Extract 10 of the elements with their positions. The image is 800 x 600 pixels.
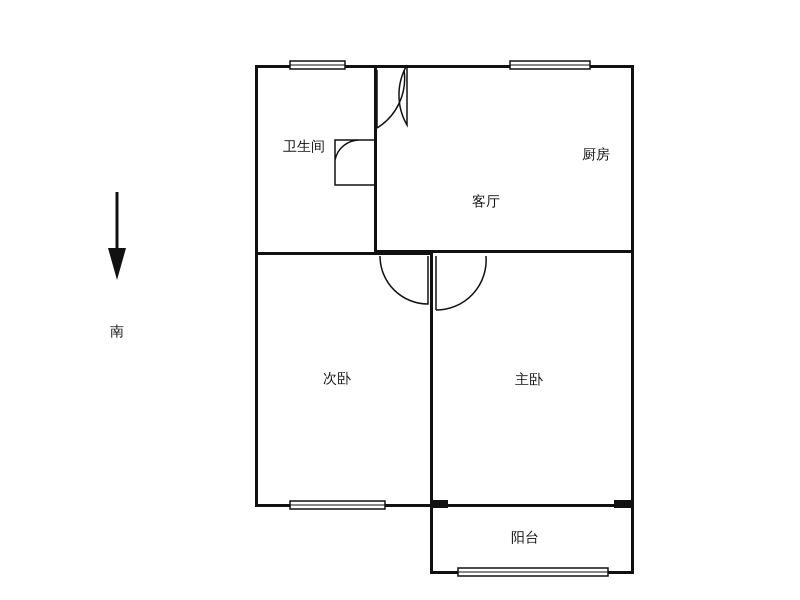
room-label: 阳台 [511, 529, 539, 547]
room-label: 主卧 [515, 371, 543, 389]
room-outline [255, 252, 433, 507]
room-label: 卫生间 [283, 138, 325, 156]
room-outline [255, 65, 377, 255]
room-label: 客厅 [472, 193, 500, 211]
room-label: 厨房 [582, 146, 610, 164]
room-label: 次卧 [323, 370, 351, 388]
direction-label: 南 [110, 323, 124, 341]
room-outline [374, 65, 634, 253]
